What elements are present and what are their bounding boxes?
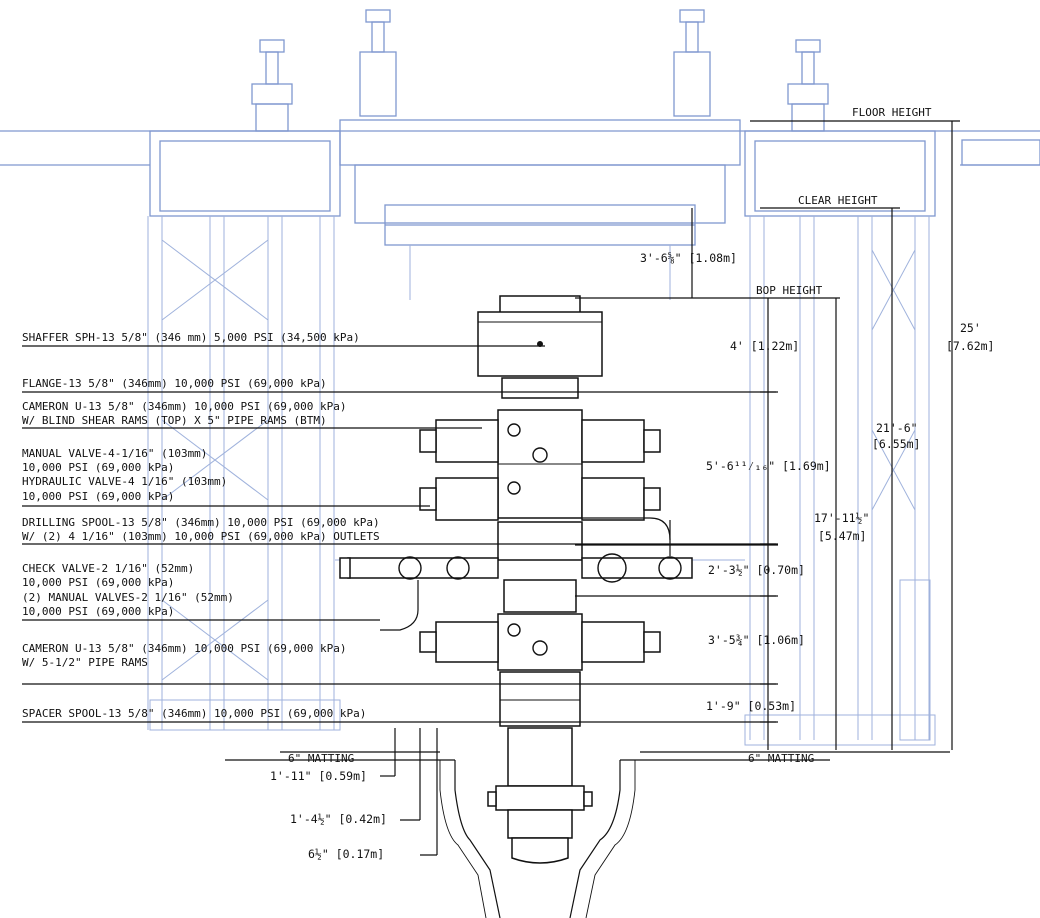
label-cameron-single-ram-rams: W/ 5-1/2" PIPE RAMS (22, 656, 148, 669)
label-hydraulic-valve-rating: 10,000 PSI (69,000 kPa) (22, 490, 174, 503)
dim-sub2: 1'-4½" [0.42m] (290, 812, 387, 826)
dim-clear-total-m: [6.55m] (872, 437, 920, 451)
manual-valve-left-1 (398, 556, 422, 580)
drilling-spool (339, 517, 693, 583)
label-check-valve: CHECK VALVE-2 1/16" (52mm) (22, 562, 194, 575)
bop-height-label: BOP HEIGHT (756, 284, 823, 297)
label-drilling-spool-outlets: W/ (2) 4 1/16" (103mm) 10,000 PSI (69,00… (22, 530, 380, 543)
derrick-posts (251, 9, 829, 132)
dimension-labels: 3'-6⅝" [1.08m] 25' [7.62m] 21'-6" [6.55m… (270, 251, 994, 861)
right-substructure (744, 216, 936, 746)
label-manual-valves-2: (2) MANUAL VALVES-2 1/16" (52mm) (22, 591, 234, 604)
manual-valve-left-2 (446, 556, 470, 580)
spacer-spool (499, 671, 581, 727)
hydraulic-valve-right (597, 553, 627, 583)
label-manual-valve-rating: 10,000 PSI (69,000 kPa) (22, 461, 174, 474)
double-ram-preventer (419, 409, 661, 521)
dim-sub1: 1'-11" [0.59m] (270, 769, 367, 783)
cellar (225, 759, 830, 918)
check-valve-right (658, 556, 682, 580)
label-cameron-double-ram-rams: W/ BLIND SHEAR RAMS (TOP) X 5" PIPE RAMS… (22, 414, 327, 427)
matting-left-label: 6" MATTING (288, 752, 354, 765)
dim-annular: 4' [1.22m] (730, 339, 799, 353)
dim-dual-ram: 5'-6¹¹⁄₁₆" [1.69m] (706, 459, 831, 473)
leader-lines (22, 345, 778, 723)
dim-clearance: 3'-6⅝" [1.08m] (640, 251, 737, 265)
label-hydraulic-valve: HYDRAULIC VALVE-4 1/16" (103mm) (22, 475, 227, 488)
label-spacer-spool: SPACER SPOOL-13 5/8" (346mm) 10,000 PSI … (22, 707, 366, 720)
label-shaffer-annular: SHAFFER SPH-13 5/8" (346 mm) 5,000 PSI (… (22, 331, 360, 344)
dim-single-ram: 3'-5¾" [1.06m] (708, 633, 805, 647)
dim-bop-total: 17'-11½" (814, 511, 869, 525)
clear-height-label: CLEAR HEIGHT (798, 194, 878, 207)
label-manual-valve: MANUAL VALVE-4-1/16" (103mm) (22, 447, 207, 460)
component-labels: SHAFFER SPH-13 5/8" (346 mm) 5,000 PSI (… (22, 331, 380, 720)
dim-floor-total-m: [7.62m] (946, 339, 994, 353)
label-check-valve-rating: 10,000 PSI (69,000 kPa) (22, 576, 174, 589)
label-manual-valves-2-rating: 10,000 PSI (69,000 kPa) (22, 605, 174, 618)
dim-floor-total: 25' (960, 321, 981, 335)
single-ram-preventer (419, 613, 661, 671)
floor-height-label: FLOOR HEIGHT (852, 106, 932, 119)
adapter-spool (503, 579, 577, 613)
dim-bop-total-m: [5.47m] (818, 529, 866, 543)
dim-spool: 2'-3½" [0.70m] (708, 563, 805, 577)
dim-clear-total: 21'-6" (876, 421, 918, 435)
label-cameron-double-ram: CAMERON U-13 5/8" (346mm) 10,000 PSI (69… (22, 400, 347, 413)
dim-sub3: 6½" [0.17m] (308, 847, 384, 861)
rig-structure (0, 9, 1040, 746)
bop-stack (339, 295, 693, 864)
label-flange: FLANGE-13 5/8" (346mm) 10,000 PSI (69,00… (22, 377, 327, 390)
dim-spacer: 1'-9" [0.53m] (706, 699, 796, 713)
flange (501, 377, 579, 399)
label-cameron-single-ram: CAMERON U-13 5/8" (346mm) 10,000 PSI (69… (22, 642, 347, 655)
label-drilling-spool: DRILLING SPOOL-13 5/8" (346mm) 10,000 PS… (22, 516, 380, 529)
level-labels: FLOOR HEIGHT CLEAR HEIGHT BOP HEIGHT 6" … (288, 106, 932, 765)
matting-right-label: 6" MATTING (748, 752, 814, 765)
annular-preventer (477, 295, 603, 377)
left-substructure (147, 216, 341, 731)
wellhead (487, 727, 593, 864)
dimension-lines (280, 120, 960, 856)
